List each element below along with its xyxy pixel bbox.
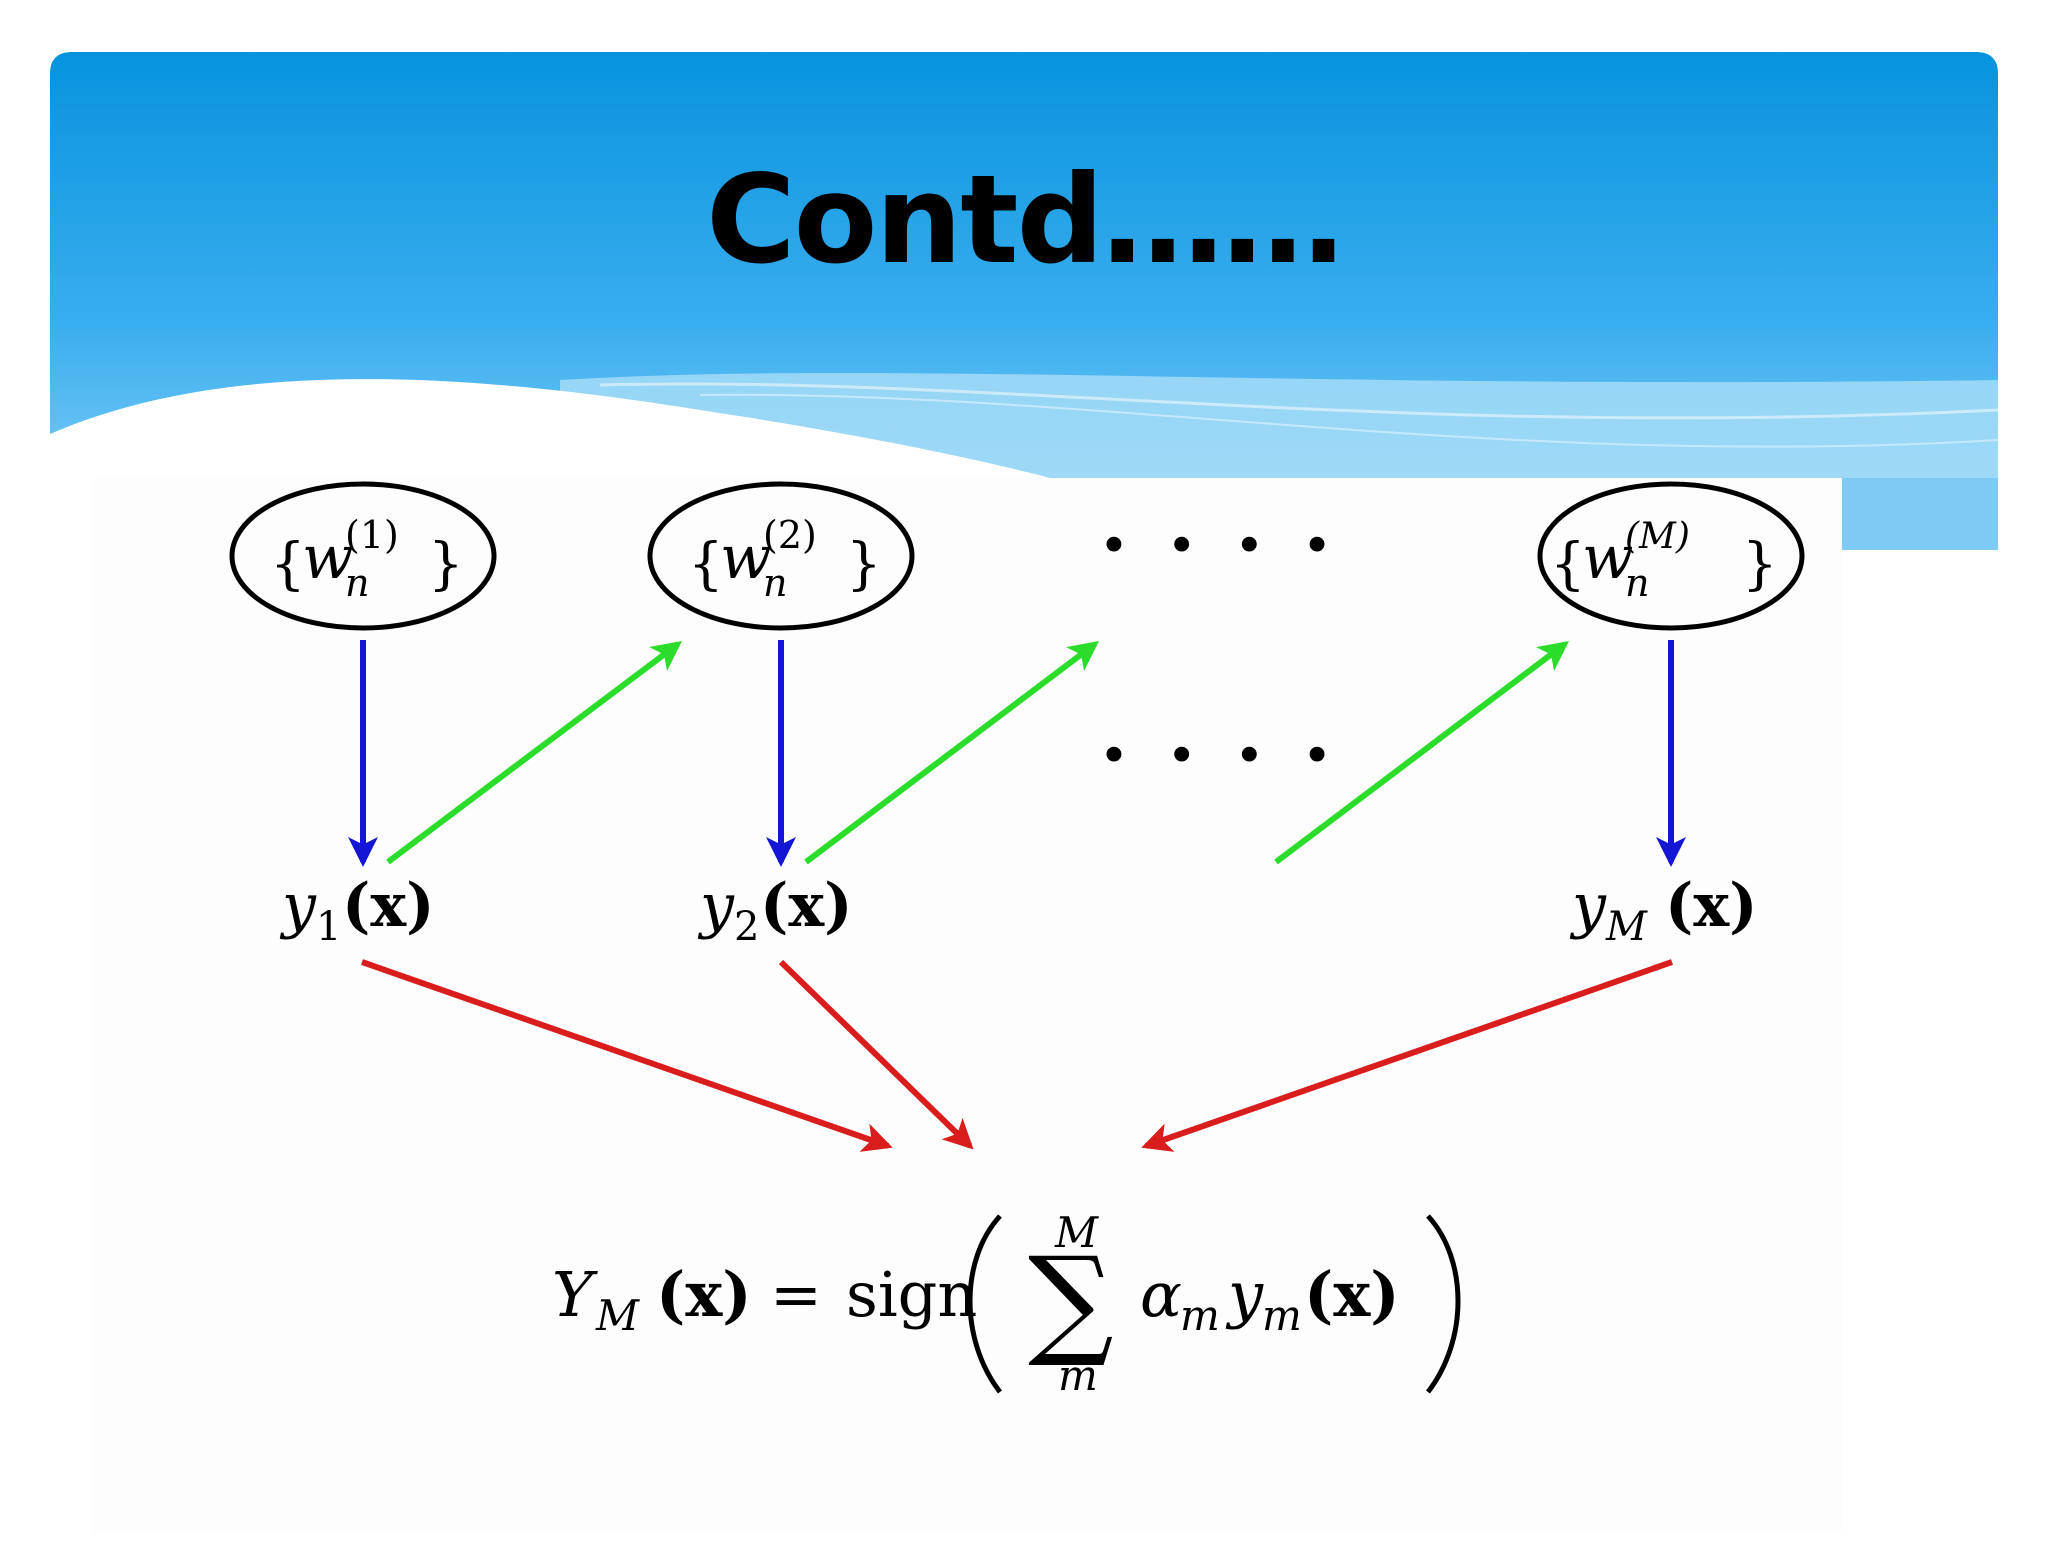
svg-text:{: { [688,532,724,597]
classifier-output-1: y 1 (x) [279,871,435,950]
svg-text:α: α [1140,1258,1182,1331]
classifier-output-2: y 2 (x) [697,871,853,950]
svg-text:m: m [1180,1291,1220,1340]
weight-node-2-sup: (2) [763,513,817,557]
svg-text:}: } [428,532,464,597]
weight-node-m-sup: (M) [1625,516,1690,557]
svg-text:m: m [1262,1291,1302,1340]
weight-node-2: { w n (2) } [647,481,915,631]
svg-text:(x): (x) [1665,871,1758,941]
svg-text:(x): (x) [760,871,853,941]
svg-text:M: M [595,1291,640,1340]
diagram-area [92,478,1842,1533]
svg-text:2: 2 [734,904,759,950]
svg-text:{: { [1550,532,1586,597]
classifier-output-m: y M (x) [1569,871,1758,950]
svg-text:Y: Y [552,1258,598,1331]
svg-text:sign: sign [846,1258,977,1331]
weight-node-2-sub: n [763,561,787,605]
svg-text:M: M [1605,904,1648,950]
svg-text:}: } [846,532,882,597]
svg-text:(x): (x) [342,871,435,941]
svg-text:y: y [279,871,317,941]
ellipsis-top: · · · · [1100,497,1337,591]
ellipsis-middle: · · · · [1100,707,1337,801]
combined-output-formula: Y M (x) = sign M ∑ m α m y m (x) [552,1208,1461,1400]
arrow-y1-to-output [361,959,893,1152]
header-band [50,52,1999,550]
svg-text:y: y [1225,1258,1264,1331]
slide-title: Contd…… [706,149,1344,291]
weight-node-1-sup: (1) [345,513,399,557]
weight-node-1: { w n (1) } [229,481,497,631]
arrow-y2-to-next [804,640,1099,865]
svg-text:=: = [770,1258,822,1331]
svg-text:(x): (x) [1304,1258,1400,1331]
weight-node-1-base: w [302,523,353,593]
weight-node-m: { w n (M) } [1537,481,1805,631]
arrow-y1-to-weight2 [386,640,682,865]
arrow-ym-to-output [1141,959,1673,1152]
svg-text:m: m [1058,1351,1098,1400]
weight-node-m-sub: n [1625,561,1649,605]
arrow-prev-to-weightm [1274,640,1569,865]
svg-text:{: { [270,532,306,597]
weight-node-m-base: w [1582,523,1633,593]
svg-text:M: M [1054,1208,1099,1257]
svg-text:y: y [1569,871,1607,941]
weight-node-2-base: w [720,523,771,593]
weight-node-1-sub: n [345,561,369,605]
svg-text:∑: ∑ [1028,1232,1114,1371]
svg-text:1: 1 [316,904,341,950]
arrow-y2-to-output [778,959,974,1150]
svg-text:(x): (x) [656,1258,752,1331]
svg-text:}: } [1742,532,1778,597]
svg-text:y: y [697,871,735,941]
